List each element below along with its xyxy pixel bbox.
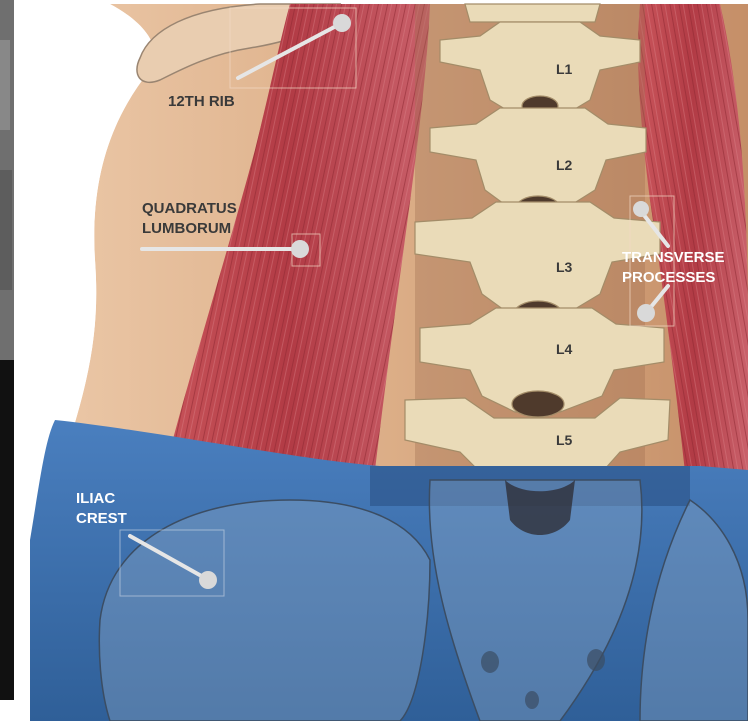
callout-dot-rib: [333, 14, 351, 32]
label-transverse-line2: PROCESSES: [622, 269, 715, 286]
label-l3: L3: [556, 259, 573, 275]
label-quadratus-line2: LUMBORUM: [142, 220, 231, 237]
callout-dot-transverse-top: [633, 201, 649, 217]
xray-strip: [0, 0, 14, 700]
callout-dot-transverse-bottom: [637, 304, 655, 322]
label-quadratus-line1: QUADRATUS: [142, 200, 237, 217]
label-l2: L2: [556, 157, 573, 173]
label-iliac-line2: CREST: [76, 510, 127, 527]
label-l5: L5: [556, 432, 573, 448]
callout-dot-iliac: [199, 571, 217, 589]
label-l4: L4: [556, 341, 573, 357]
label-l1: L1: [556, 61, 573, 77]
label-12th-rib: 12TH RIB: [168, 93, 235, 110]
callout-dot-quadratus: [291, 240, 309, 258]
label-transverse-line1: TRANSVERSE: [622, 249, 725, 266]
label-iliac-line1: ILIAC: [76, 490, 115, 507]
